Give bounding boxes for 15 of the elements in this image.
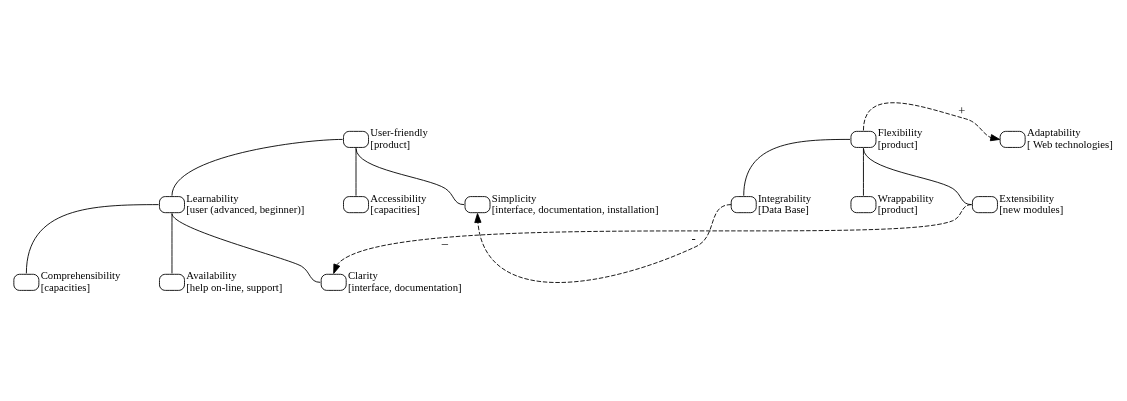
node-label: Accessibility [capacities] — [370, 191, 427, 216]
edge-label: - — [691, 232, 696, 247]
node-label: Learnability [user (advanced, beginner)] — [186, 191, 305, 216]
node-label: Wrappability [product] — [877, 191, 934, 216]
node-label: Availability [help on-line, support] — [186, 269, 283, 293]
node-label: Clarity [interface, documentation] — [347, 269, 462, 293]
node-label: Simplicity [interface, documentation, installation] — [491, 191, 659, 216]
node-label: Comprehensibility [capacities] — [40, 269, 121, 293]
node-label: Extensibility [new modules] — [999, 191, 1064, 216]
edge-label: + — [958, 103, 966, 118]
node-label: Adaptability [ Web technologies] — [1026, 126, 1113, 150]
node-label: Integrability [Data Base] — [758, 191, 812, 216]
node-label: User-friendly [product] — [370, 126, 428, 150]
node-label: Flexibility [product] — [877, 126, 923, 150]
edge-label: – — [441, 235, 449, 250]
